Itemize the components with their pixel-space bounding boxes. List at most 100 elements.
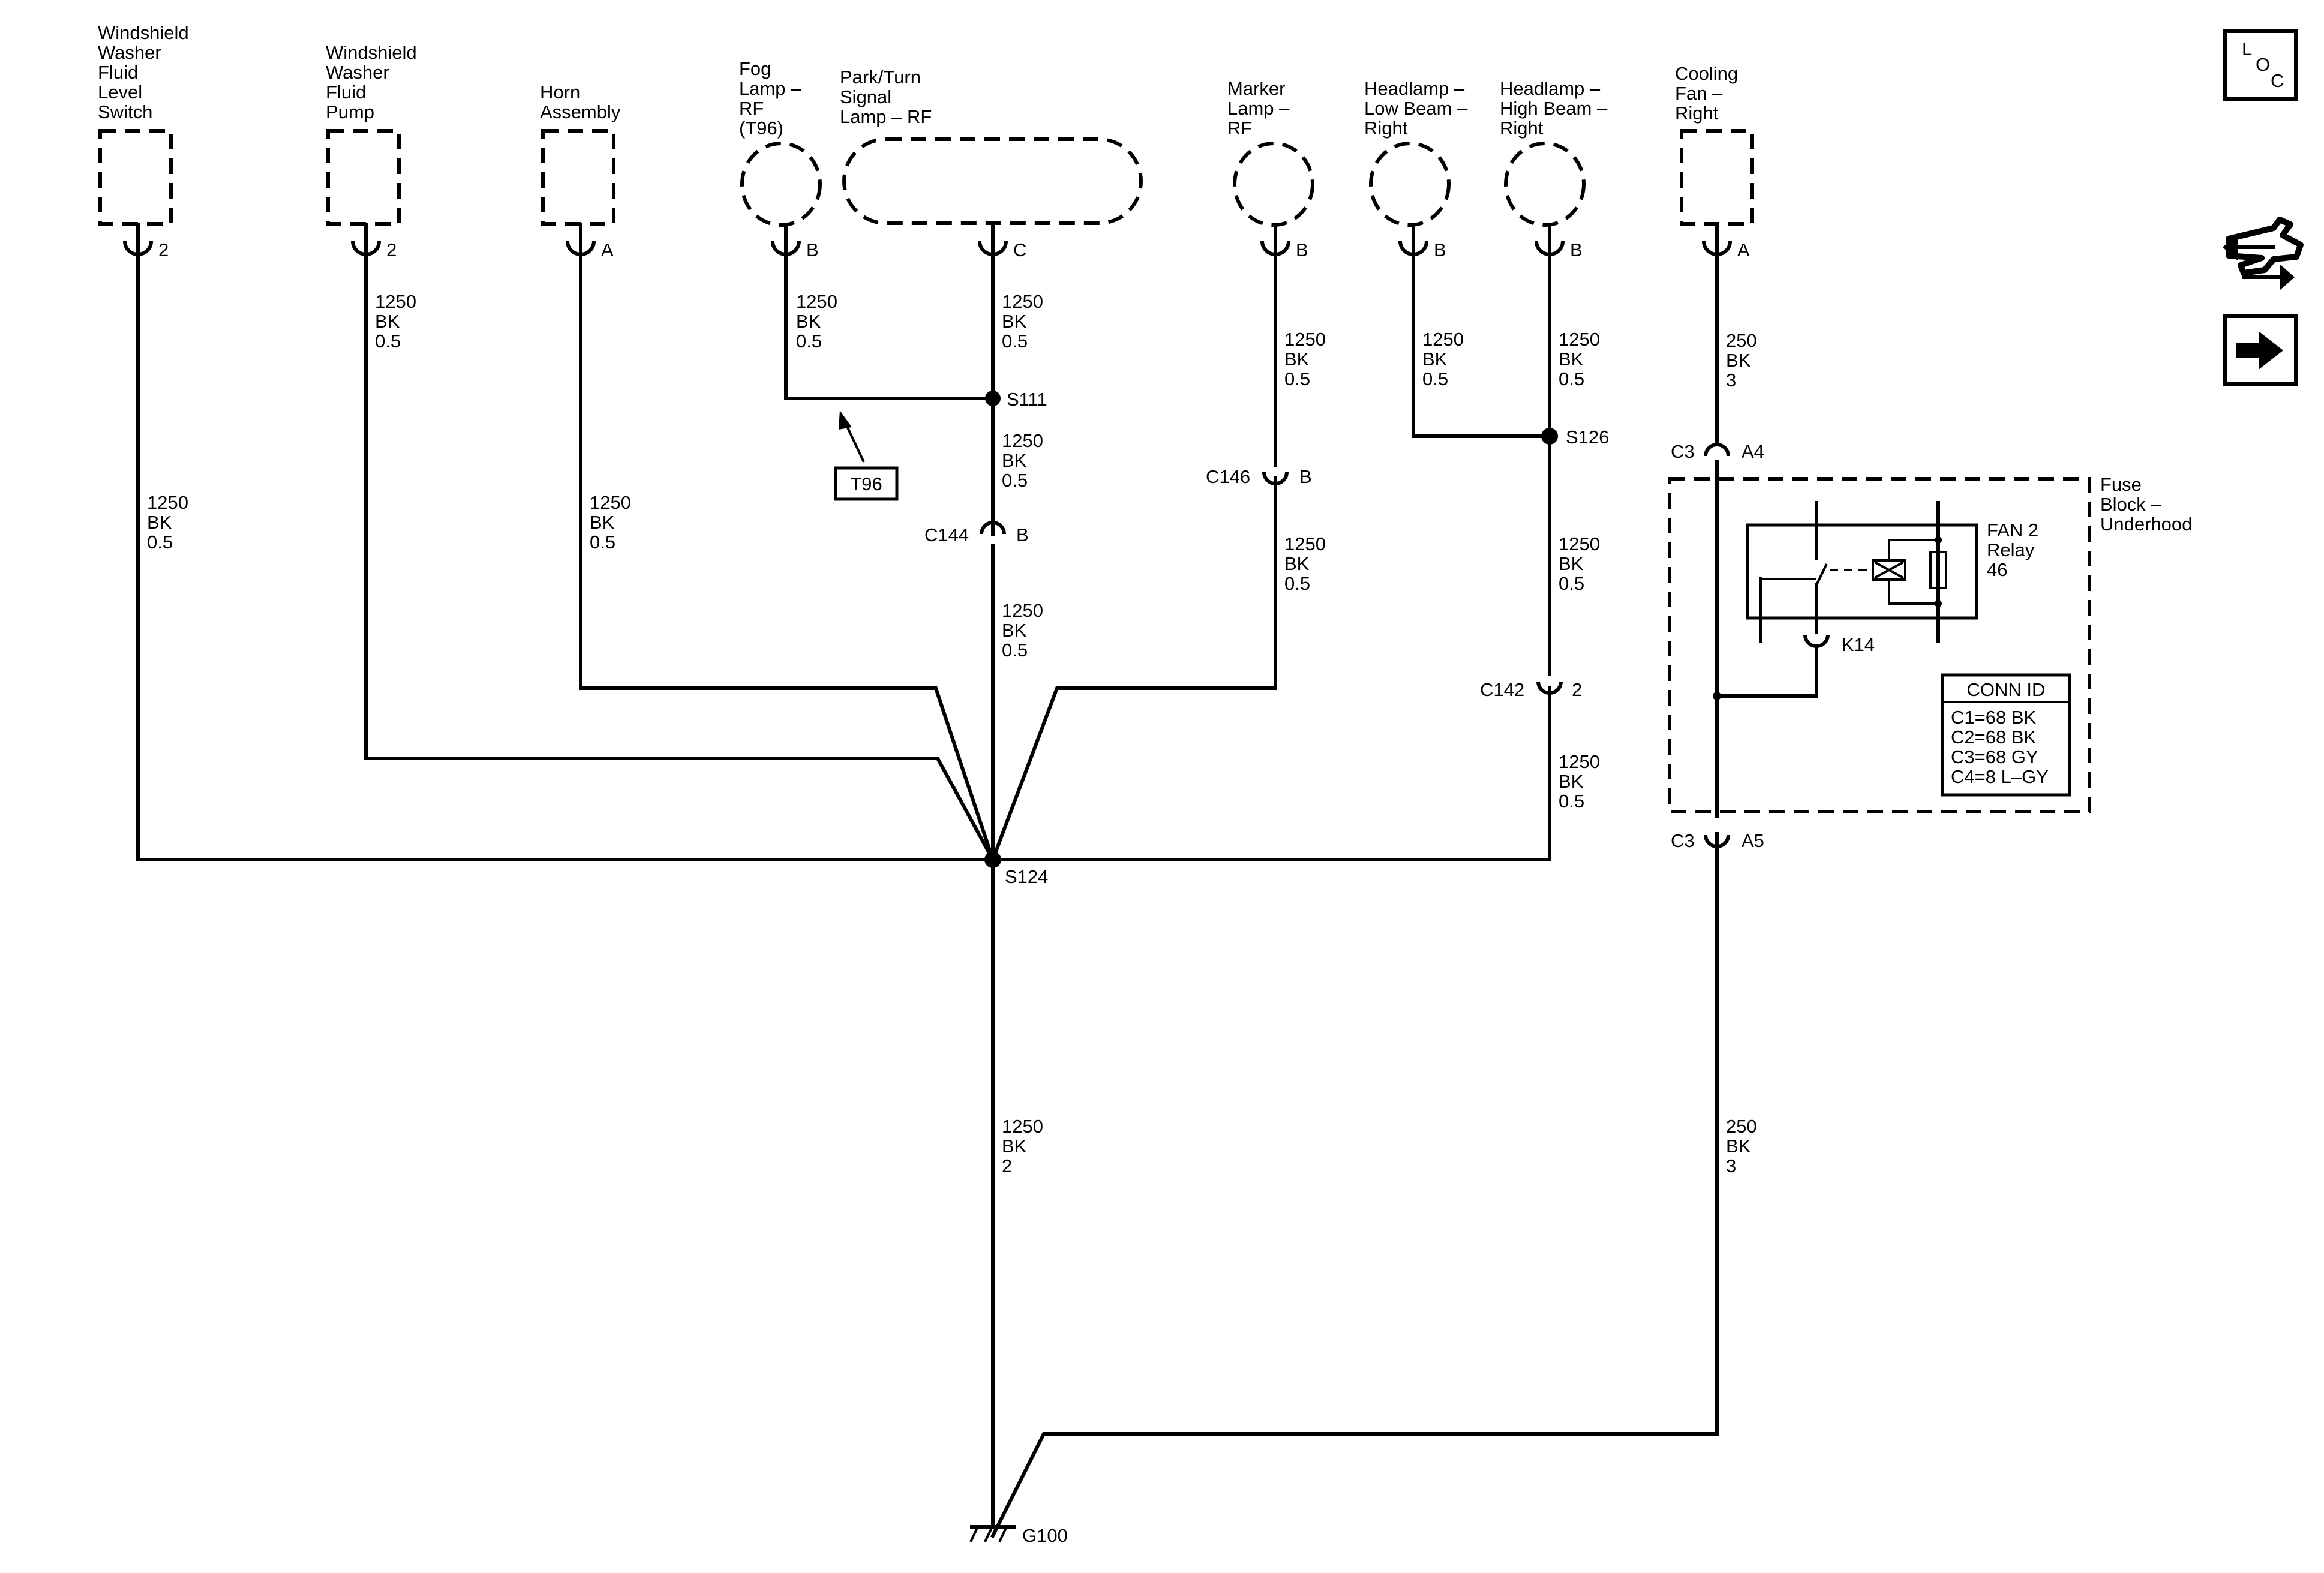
svg-text:Right: Right: [1500, 118, 1544, 139]
svg-text:0.5: 0.5: [1002, 331, 1028, 352]
wire-label-marker-lower: 1250 BK 0.5: [1284, 533, 1326, 594]
pin-marker-lamp: B: [1260, 223, 1308, 260]
wire-high-beam: [991, 241, 1551, 861]
splice-s111: S111: [985, 389, 1047, 410]
svg-text:2: 2: [386, 239, 397, 260]
svg-text:0.5: 0.5: [1559, 573, 1584, 594]
fan-2-relay: FAN 2 Relay 46: [1746, 501, 2038, 643]
svg-text:Cooling: Cooling: [1675, 63, 1738, 84]
wire-fog: [784, 241, 995, 400]
svg-text:BK: BK: [375, 311, 400, 332]
svg-text:0.5: 0.5: [1002, 470, 1028, 491]
svg-text:C142: C142: [1480, 679, 1524, 700]
svg-text:BK: BK: [1284, 553, 1310, 574]
svg-text:Marker: Marker: [1227, 78, 1285, 99]
svg-text:Headlamp –: Headlamp –: [1500, 78, 1601, 99]
svg-text:C3=68 GY: C3=68 GY: [1951, 746, 2038, 767]
svg-text:Fluid: Fluid: [326, 82, 366, 103]
svg-text:BK: BK: [590, 512, 615, 533]
svg-text:1250: 1250: [1002, 291, 1043, 312]
connector-c3-a5: C3 A5: [1671, 830, 1764, 851]
svg-text:Block –: Block –: [2100, 494, 2161, 515]
headlamp-low-body: [1369, 142, 1451, 227]
pin-washer-level: 2: [123, 223, 169, 260]
svg-text:B: B: [1299, 466, 1312, 487]
svg-text:Pump: Pump: [326, 101, 374, 122]
loc-icon[interactable]: L O C: [2223, 29, 2298, 101]
connector-c142: C142 2: [1480, 658, 1582, 700]
svg-text:BK: BK: [1559, 349, 1584, 370]
svg-text:B: B: [1296, 239, 1308, 260]
svg-text:1250: 1250: [1559, 751, 1600, 772]
svg-text:Signal: Signal: [840, 86, 891, 107]
label-marker-lamp: Marker Lamp – RF: [1227, 78, 1290, 139]
splice-s124: S124: [984, 851, 1048, 887]
wire-label-washer-pump: 1250 BK 0.5: [375, 291, 416, 352]
wire-washer-level: [136, 241, 995, 861]
svg-text:1250: 1250: [1559, 329, 1600, 350]
svg-text:BK: BK: [1422, 349, 1448, 370]
svg-text:Lamp –: Lamp –: [739, 78, 801, 99]
svg-text:Right: Right: [1675, 103, 1719, 124]
svg-text:L: L: [2242, 38, 2252, 59]
svg-text:0.5: 0.5: [1284, 368, 1310, 389]
svg-text:Underhood: Underhood: [2100, 514, 2192, 535]
connector-c144: C144 B: [924, 521, 1029, 563]
svg-text:2: 2: [1572, 679, 1582, 700]
wire-label-s126-mid: 1250 BK 0.5: [1559, 533, 1600, 594]
wire-cooling-fan: [990, 241, 1719, 1539]
harness-icon[interactable]: [2223, 217, 2304, 290]
wire-label-s126-lower: 1250 BK 0.5: [1559, 751, 1600, 812]
svg-text:Fan –: Fan –: [1675, 83, 1723, 104]
t96-callout: T96: [834, 410, 899, 501]
park-turn-lamp-body: [842, 137, 1143, 225]
wire-label-park-lower: 1250 BK 0.5: [1002, 600, 1043, 661]
label-headlamp-low: Headlamp – Low Beam – Right: [1364, 78, 1468, 139]
svg-text:0.5: 0.5: [1002, 640, 1028, 661]
wire-label-marker-upper: 1250 BK 0.5: [1284, 329, 1326, 389]
svg-text:Switch: Switch: [98, 101, 152, 122]
fog-lamp-body: [740, 142, 822, 227]
svg-text:High Beam –: High Beam –: [1500, 98, 1608, 119]
headlamp-high-body: [1504, 142, 1586, 227]
svg-text:A: A: [1737, 239, 1750, 260]
washer-level-switch-body: [98, 129, 173, 226]
splice-s126: S126: [1541, 427, 1609, 448]
horn-body: [541, 129, 615, 226]
ground-g100: G100: [969, 1525, 1068, 1546]
svg-text:Lamp –: Lamp –: [1227, 98, 1290, 119]
svg-text:1250: 1250: [1284, 329, 1326, 350]
svg-text:BK: BK: [1002, 1136, 1027, 1157]
svg-text:C: C: [2271, 70, 2284, 91]
svg-text:BK: BK: [1726, 1136, 1751, 1157]
washer-pump-body: [326, 129, 401, 226]
svg-text:BK: BK: [1002, 311, 1027, 332]
conn-id-table: CONN ID C1=68 BK C2=68 BK C3=68 GY C4=8 …: [1941, 673, 2071, 797]
svg-text:1250: 1250: [1002, 430, 1043, 451]
svg-text:B: B: [1570, 239, 1583, 260]
svg-text:Level: Level: [98, 82, 142, 103]
pin-headlamp-high: B: [1535, 223, 1583, 260]
label-cooling-fan: Cooling Fan – Right: [1675, 63, 1738, 124]
svg-text:Assembly: Assembly: [540, 101, 621, 122]
svg-text:BK: BK: [796, 311, 821, 332]
svg-text:1250: 1250: [1284, 533, 1326, 554]
svg-text:Fog: Fog: [739, 58, 771, 79]
svg-text:Lamp – RF: Lamp – RF: [840, 106, 932, 127]
svg-text:Fluid: Fluid: [98, 62, 138, 83]
svg-text:Washer: Washer: [326, 62, 389, 83]
fuse-block-underhood: Fuse Block – Underhood: [1668, 474, 2192, 813]
wire-label-ground-main: 1250 BK 2: [1002, 1116, 1043, 1176]
next-arrow-icon[interactable]: [2223, 314, 2298, 386]
svg-text:0.5: 0.5: [1559, 791, 1584, 812]
svg-text:250: 250: [1726, 330, 1757, 351]
svg-text:1250: 1250: [375, 291, 416, 312]
wire-label-washer-level: 1250 BK 0.5: [147, 492, 188, 553]
wire-label-fan-lower: 250 BK 3: [1726, 1116, 1757, 1176]
wire-low-beam: [1412, 241, 1551, 438]
svg-text:0.5: 0.5: [590, 532, 615, 553]
svg-text:G100: G100: [1022, 1525, 1068, 1546]
wire-horn: [579, 241, 995, 862]
svg-text:A5: A5: [1742, 830, 1764, 851]
svg-text:0.5: 0.5: [375, 331, 401, 352]
